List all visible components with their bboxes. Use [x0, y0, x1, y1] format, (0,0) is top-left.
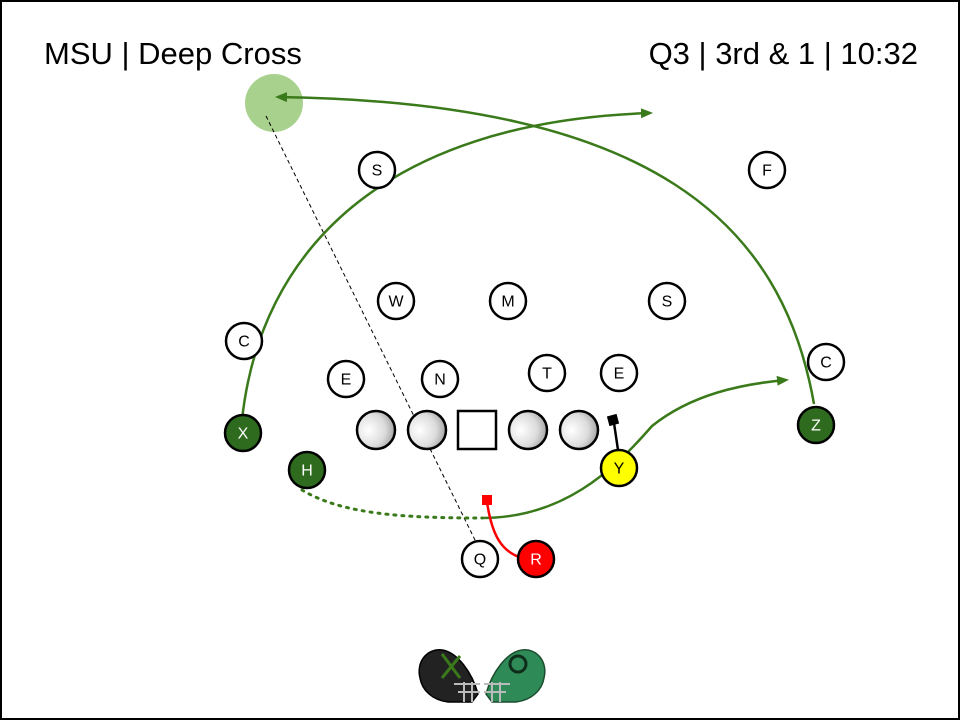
defender-end-right: E — [599, 353, 639, 393]
helmets-logo — [418, 649, 546, 703]
defender-safety-left: S — [357, 150, 397, 190]
defender-mike: M — [488, 281, 528, 321]
svg-text:E: E — [614, 366, 625, 383]
play-title: MSU | Deep Cross — [44, 36, 302, 71]
svg-text:N: N — [434, 372, 446, 389]
qb-read-line — [265, 115, 477, 543]
h-route — [481, 375, 789, 520]
svg-text:M: M — [501, 294, 514, 311]
svg-text:F: F — [762, 163, 772, 180]
rb-block-route — [485, 501, 523, 560]
game-situation: Q3 | 3rd & 1 | 10:32 — [648, 36, 918, 71]
defender-free-safety: F — [747, 150, 787, 190]
left-guard — [406, 409, 448, 451]
svg-text:R: R — [530, 552, 542, 569]
defender-sam: S — [647, 281, 687, 321]
black-helmet-icon — [418, 649, 480, 703]
svg-text:Y: Y — [614, 461, 625, 478]
svg-text:H: H — [301, 463, 313, 480]
defender-will: W — [376, 281, 416, 321]
defender-nose: N — [420, 359, 460, 399]
svg-text:W: W — [388, 294, 404, 311]
player-r: R — [516, 539, 556, 579]
defender-tackle: T — [527, 353, 567, 393]
z-route — [275, 92, 816, 405]
center — [456, 409, 498, 451]
defender-end-left: E — [326, 359, 366, 399]
svg-text:E: E — [341, 372, 352, 389]
svg-text:C: C — [820, 355, 832, 372]
player-x: X — [223, 413, 263, 453]
rb-block-marker — [482, 495, 492, 505]
h-route-dotted — [300, 488, 484, 520]
green-helmet-icon — [484, 649, 546, 703]
player-z: Z — [796, 405, 836, 445]
svg-text:X: X — [238, 426, 249, 443]
svg-text:Q: Q — [474, 552, 486, 569]
svg-text:S: S — [662, 294, 673, 311]
target-zone — [245, 74, 303, 132]
svg-text:Z: Z — [811, 418, 821, 435]
player-q: Q — [460, 539, 500, 579]
svg-text:T: T — [542, 366, 552, 383]
defender-corner-right: C — [806, 342, 846, 382]
right-tackle — [558, 409, 600, 451]
defender-corner-left: C — [224, 321, 264, 361]
right-guard — [507, 409, 549, 451]
player-y: Y — [599, 448, 639, 488]
y-block-route — [612, 422, 620, 451]
player-h: H — [287, 450, 327, 490]
left-tackle — [355, 409, 397, 451]
svg-text:S: S — [372, 163, 383, 180]
svg-text:C: C — [238, 334, 250, 351]
y-block-marker — [606, 413, 620, 427]
